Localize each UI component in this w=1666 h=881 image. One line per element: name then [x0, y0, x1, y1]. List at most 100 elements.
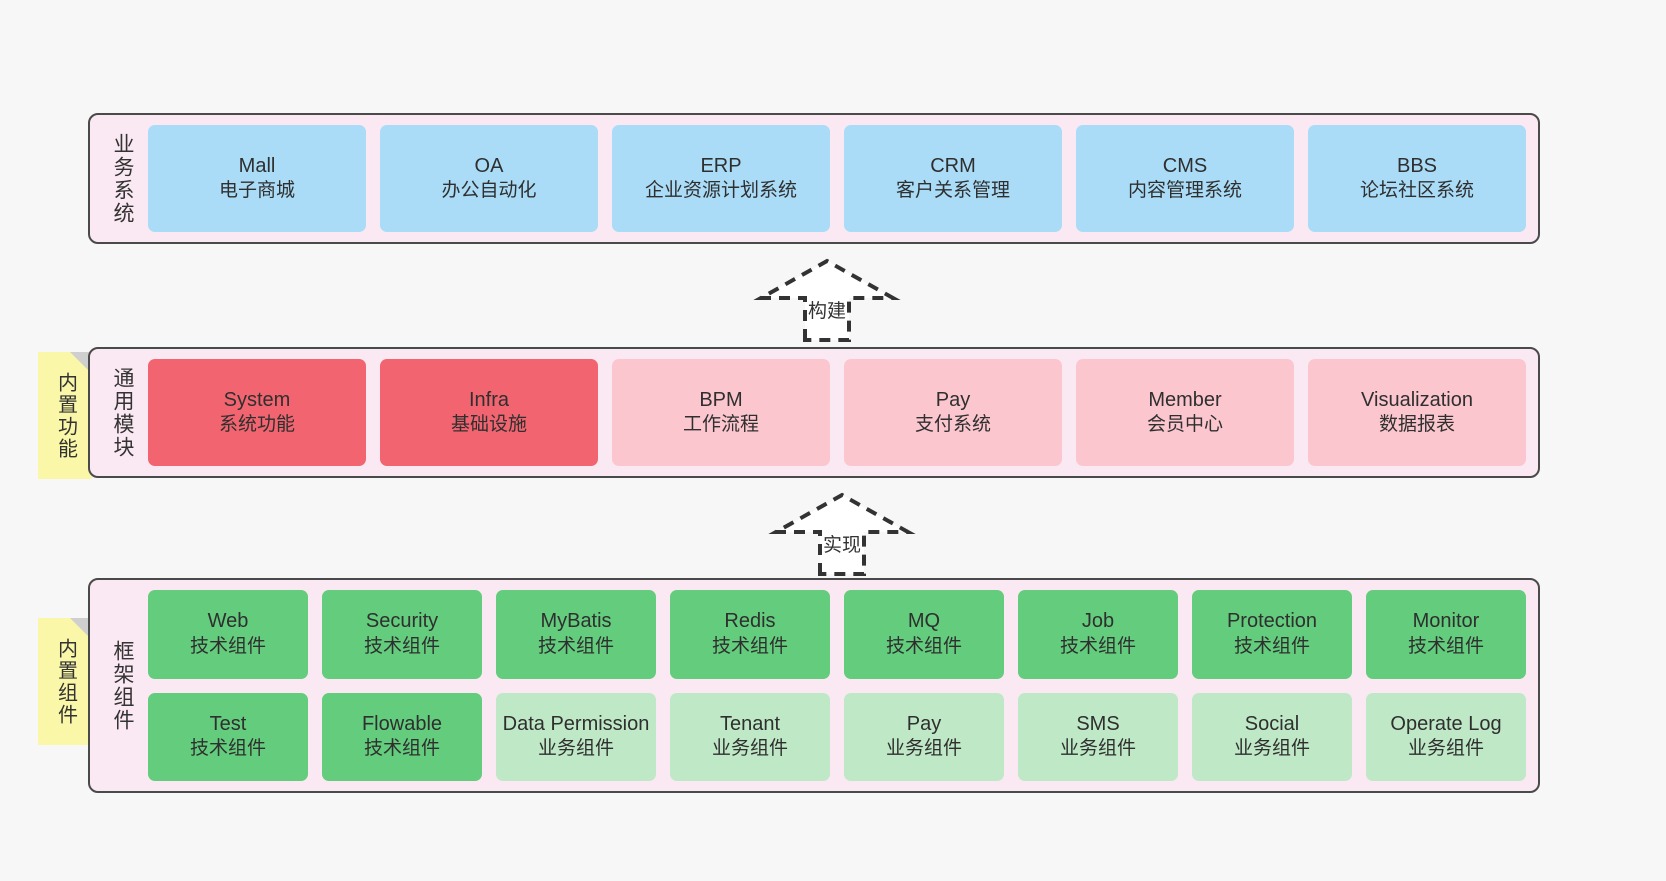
tile-title: Member — [1148, 388, 1222, 411]
tile-pay[interactable]: Pay 业务组件 — [844, 692, 1004, 781]
tile-subtitle: 基础设施 — [450, 414, 527, 436]
tile-mall[interactable]: Mall 电子商城 — [148, 125, 366, 232]
tile-bpm[interactable]: BPM 工作流程 — [612, 359, 830, 466]
tile-subtitle: 系统功能 — [218, 414, 295, 436]
tile-subtitle: 技术组件 — [885, 635, 962, 657]
layer-label-business-systems: 业务系统 — [111, 132, 135, 225]
tile-title: Social — [1244, 712, 1300, 735]
tile-tenant[interactable]: Tenant 业务组件 — [670, 692, 830, 781]
tile-title: Tenant — [719, 712, 781, 735]
tile-subtitle: 业务组件 — [1059, 738, 1136, 760]
tile-title: Visualization — [1361, 388, 1473, 411]
tile-flowable[interactable]: Flowable 技术组件 — [322, 692, 482, 781]
tile-subtitle: 企业资源计划系统 — [644, 180, 797, 202]
connector-implement: 实现 — [768, 492, 916, 577]
tile-title: ERP — [700, 154, 742, 177]
tile-member[interactable]: Member 会员中心 — [1076, 359, 1294, 466]
tile-subtitle: 技术组件 — [363, 635, 440, 657]
sticky-note-builtin-features: 内置功能 — [38, 352, 92, 479]
tile-subtitle: 技术组件 — [537, 635, 614, 657]
tile-title: Data Permission — [502, 712, 650, 735]
tile-crm[interactable]: CRM 客户关系管理 — [844, 125, 1062, 232]
tile-subtitle: 论坛社区系统 — [1359, 180, 1474, 202]
tile-title: Monitor — [1412, 610, 1480, 633]
tile-bbs[interactable]: BBS 论坛社区系统 — [1308, 125, 1526, 232]
tile-title: Operate Log — [1390, 712, 1502, 735]
tile-title: Mall — [238, 154, 276, 177]
layer-business-systems: 业务系统 Mall 电子商城 OA 办公自动化 ERP 企业资源计划系统 CRM 客户关系管理… — [88, 113, 1540, 244]
tile-sms[interactable]: SMS 业务组件 — [1018, 692, 1178, 781]
tile-title: SMS — [1076, 712, 1120, 735]
tile-title: BPM — [699, 388, 743, 411]
tile-title: System — [223, 388, 291, 411]
tile-pay[interactable]: Pay 支付系统 — [844, 359, 1062, 466]
tile-operate-log[interactable]: Operate Log 业务组件 — [1366, 692, 1526, 781]
tile-subtitle: 技术组件 — [711, 635, 788, 657]
tile-subtitle: 技术组件 — [363, 738, 440, 760]
tile-subtitle: 业务组件 — [1407, 738, 1484, 760]
layer-common-modules: 通用模块 System 系统功能 Infra 基础设施 BPM 工作流程 Pay 支付系统 Me… — [88, 347, 1540, 478]
tile-subtitle: 会员中心 — [1146, 414, 1223, 436]
tile-subtitle: 技术组件 — [189, 635, 266, 657]
tile-infra[interactable]: Infra 基础设施 — [380, 359, 598, 466]
tile-title: BBS — [1396, 154, 1438, 177]
tile-title: Web — [207, 610, 249, 633]
tile-title: Pay — [935, 388, 971, 411]
tile-system[interactable]: System 系统功能 — [148, 359, 366, 466]
tile-title: Protection — [1226, 610, 1318, 633]
tile-subtitle: 技术组件 — [1407, 635, 1484, 657]
tile-subtitle: 支付系统 — [914, 414, 991, 436]
tile-subtitle: 电子商城 — [218, 180, 295, 202]
tile-title: Redis — [724, 610, 776, 633]
tile-subtitle: 技术组件 — [1233, 635, 1310, 657]
tile-title: Infra — [468, 388, 510, 411]
common-module-tile-list: System 系统功能 Infra 基础设施 BPM 工作流程 Pay 支付系统 Member 会… — [142, 359, 1526, 466]
sticky-note-builtin-features-label: 内置功能 — [54, 371, 77, 460]
tile-title: Flowable — [361, 712, 443, 735]
tile-title: CRM — [930, 154, 976, 177]
tile-title: CMS — [1162, 154, 1208, 177]
tile-title: Security — [365, 610, 439, 633]
tile-data-permission[interactable]: Data Permission 业务组件 — [496, 692, 656, 781]
sticky-note-builtin-components-label: 内置组件 — [54, 637, 77, 726]
tile-subtitle: 办公自动化 — [441, 180, 537, 202]
tile-title: Job — [1081, 610, 1115, 633]
tile-title: Pay — [906, 712, 942, 735]
tile-title: MQ — [907, 610, 941, 633]
tile-subtitle: 技术组件 — [1059, 635, 1136, 657]
tile-subtitle: 内容管理系统 — [1127, 180, 1242, 202]
layer-label-common-modules: 通用模块 — [111, 366, 135, 459]
sticky-note-builtin-components: 内置组件 — [38, 618, 92, 745]
tile-cms[interactable]: CMS 内容管理系统 — [1076, 125, 1294, 232]
tile-subtitle: 业务组件 — [711, 738, 788, 760]
tile-erp[interactable]: ERP 企业资源计划系统 — [612, 125, 830, 232]
tile-subtitle: 业务组件 — [1233, 738, 1310, 760]
tile-subtitle: 业务组件 — [537, 738, 614, 760]
tile-title: OA — [474, 154, 504, 177]
tile-subtitle: 客户关系管理 — [895, 180, 1010, 202]
tile-title: Test — [209, 712, 247, 735]
tile-subtitle: 工作流程 — [682, 414, 759, 436]
tile-subtitle: 业务组件 — [885, 738, 962, 760]
connector-build: 构建 — [753, 258, 901, 343]
layer-label-framework-components: 框架组件 — [111, 639, 135, 732]
tile-title: MyBatis — [540, 610, 612, 633]
tile-social[interactable]: Social 业务组件 — [1192, 692, 1352, 781]
business-tile-list: Mall 电子商城 OA 办公自动化 ERP 企业资源计划系统 CRM 客户关系管理 CMS 内容… — [142, 125, 1526, 232]
tile-oa[interactable]: OA 办公自动化 — [380, 125, 598, 232]
